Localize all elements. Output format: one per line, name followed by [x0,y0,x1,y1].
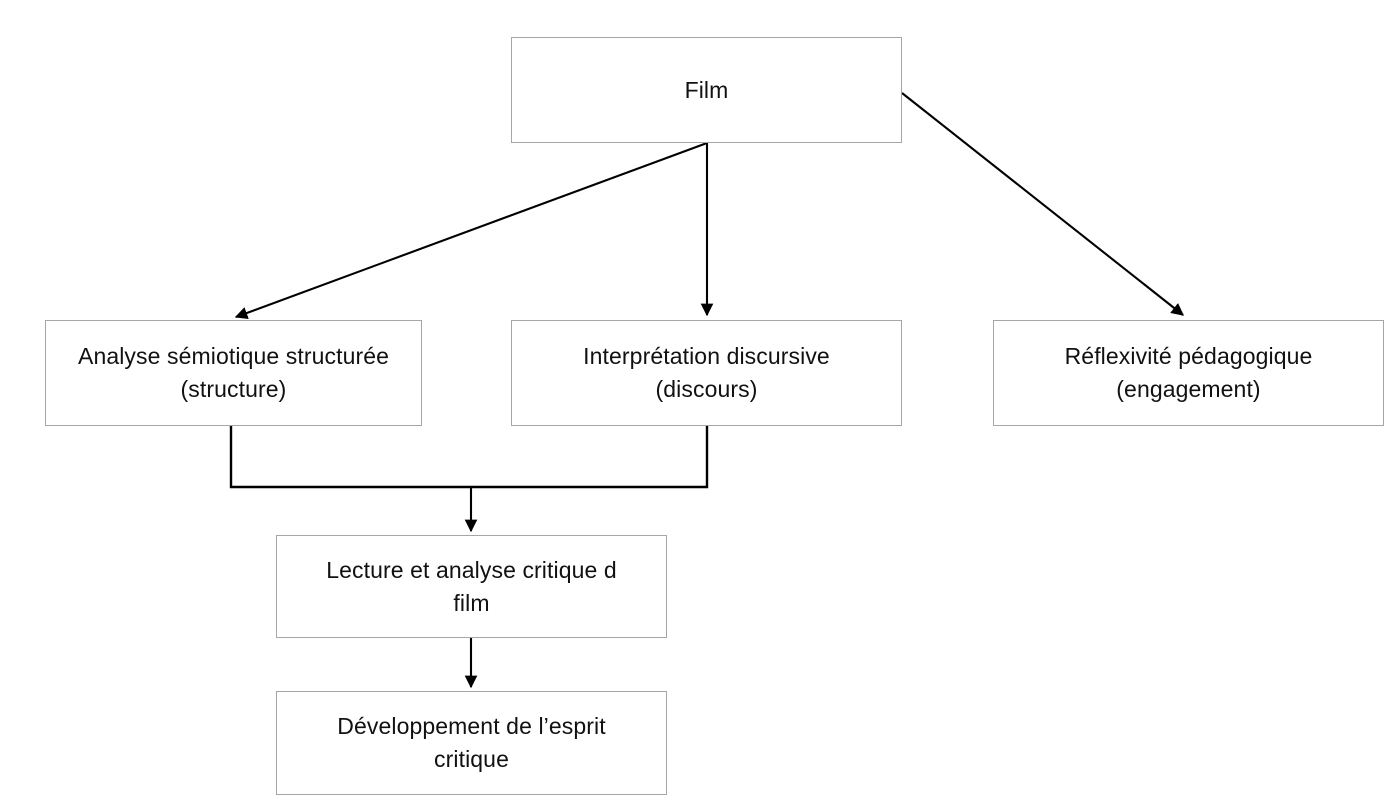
edge-interpretation-to-merge [471,426,709,489]
node-reflexivite-pedagogique-label: Réflexivité pédagogique (engagement) [1064,343,1313,402]
node-lecture-analyse-critique[interactable]: Lecture et analyse critique d film [276,535,667,638]
node-developpement-esprit-critique[interactable]: Développement de l’esprit critique [276,691,667,795]
node-interpretation-discursive[interactable]: Interprétation discursive (discours) [511,320,902,426]
node-analyse-semiotique-label: Analyse sémiotique structurée (structure… [78,343,389,402]
node-developpement-esprit-critique-label: Développement de l’esprit critique [337,713,606,772]
node-interpretation-discursive-label: Interprétation discursive (discours) [583,343,830,402]
edge-semiotique-to-merge [229,426,471,489]
node-lecture-analyse-critique-label: Lecture et analyse critique d film [326,556,617,616]
node-analyse-semiotique[interactable]: Analyse sémiotique structurée (structure… [45,320,422,426]
edge-film-to-reflexivite [901,92,1184,316]
node-film[interactable]: Film [511,37,902,143]
node-film-label: Film [684,76,729,103]
edge-film-to-semiotique [234,142,708,319]
node-reflexivite-pedagogique[interactable]: Réflexivité pédagogique (engagement) [993,320,1384,426]
